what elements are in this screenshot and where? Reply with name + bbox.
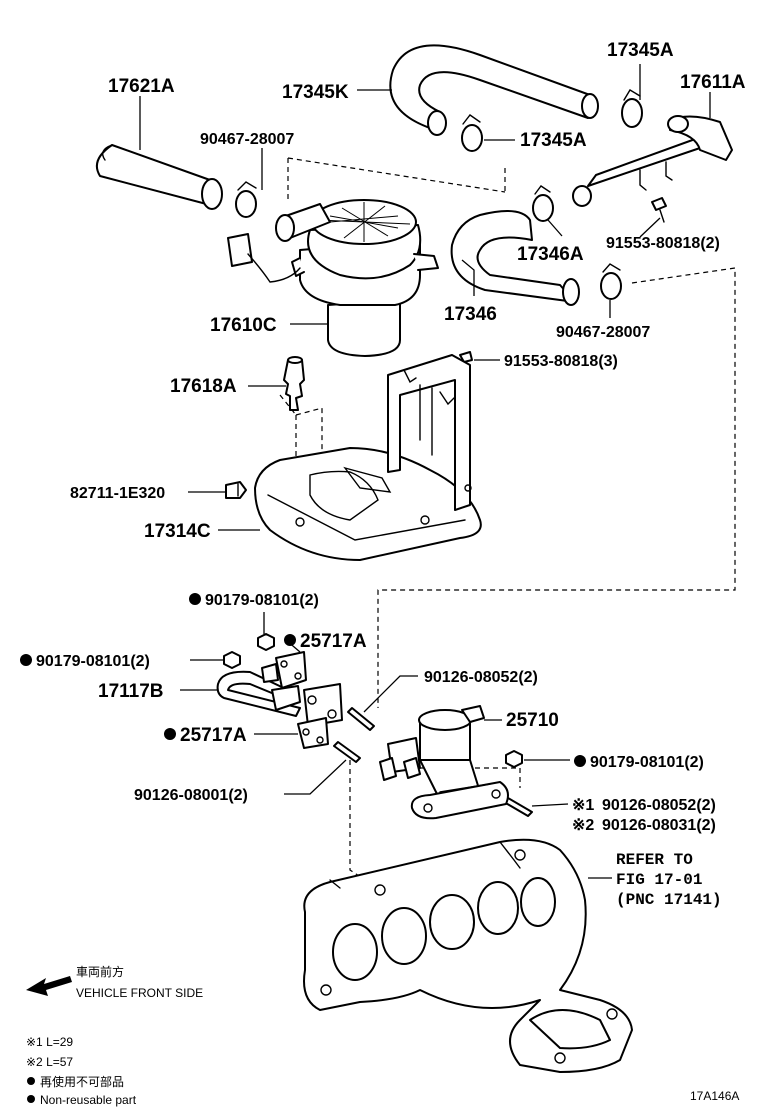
- legend-dot-icon: [27, 1095, 35, 1103]
- front-side-en: VEHICLE FRONT SIDE: [76, 986, 203, 1000]
- label-91553-80818-2: 91553-80818(2): [606, 235, 720, 252]
- label-91553-80818-3: 91553-80818(3): [504, 353, 618, 370]
- label-17117b: 17117B: [98, 681, 164, 702]
- nonreusable-dot-icon: [189, 593, 201, 605]
- nonreusable-dot-icon: [284, 634, 296, 646]
- clip-82711-1e320[interactable]: [225, 481, 247, 499]
- label-17345k: 17345K: [282, 82, 349, 103]
- legend-jp: 再使用不可部品: [40, 1074, 124, 1089]
- bracket-17314c[interactable]: [254, 354, 482, 561]
- hose-17346[interactable]: [450, 210, 580, 306]
- label-17610c: 17610C: [210, 315, 277, 336]
- bolt-91553-80818-2[interactable]: [651, 197, 667, 223]
- nut-90179-08101-a[interactable]: [257, 633, 275, 651]
- legend-dot-icon: [27, 1077, 35, 1085]
- label-17346a: 17346A: [517, 244, 584, 265]
- nonreusable-dot-icon: [164, 728, 176, 740]
- clamp-17345a-mid[interactable]: [461, 114, 483, 152]
- clamp-17346a[interactable]: [532, 185, 554, 222]
- mark-note-1: ※1: [572, 797, 594, 814]
- legend-en: Non-reusable part: [40, 1093, 137, 1107]
- label-90467-28007-b: 90467-28007: [556, 324, 650, 341]
- label-90467-28007-a: 90467-28007: [200, 131, 294, 148]
- label-17611a: 17611A: [680, 72, 746, 93]
- clamp-90467-28007-b[interactable]: [600, 263, 622, 300]
- label-82711-1e320: 82711-1E320: [70, 485, 165, 502]
- note-1: ※1 L=29: [26, 1035, 73, 1049]
- stud-90126-08001[interactable]: [333, 741, 361, 763]
- nut-90179-08101-b[interactable]: [223, 651, 241, 669]
- label-17618a: 17618A: [170, 376, 237, 397]
- front-arrow-icon: [26, 976, 72, 996]
- mark-note-2: ※2: [572, 817, 594, 834]
- front-side-jp: 車両前方: [76, 964, 124, 979]
- label-25717a-a: 25717A: [300, 631, 367, 652]
- label-90126-08052-b: 90126-08052(2): [602, 797, 716, 814]
- clamp-90467-28007-a[interactable]: [235, 181, 257, 218]
- clamp-17345a-top[interactable]: [621, 89, 643, 128]
- label-17314c: 17314C: [144, 521, 211, 542]
- label-25710: 25710: [506, 710, 559, 731]
- label-17346: 17346: [444, 304, 497, 325]
- refer-line-2: FIG 17-01: [616, 871, 702, 889]
- nut-90179-08101-c[interactable]: [505, 750, 523, 768]
- label-90179-08101-a: 90179-08101(2): [205, 592, 319, 609]
- nonreusable-dot-icon: [574, 755, 586, 767]
- gasket-25717a-b[interactable]: [297, 717, 329, 749]
- gasket-25717a-a[interactable]: [275, 651, 307, 689]
- stud-90126-08052-a[interactable]: [347, 707, 375, 731]
- label-17345a-mid: 17345A: [520, 130, 587, 151]
- label-90126-08001: 90126-08001(2): [134, 787, 248, 804]
- air-pump-17610c[interactable]: [227, 199, 439, 357]
- label-17621a: 17621A: [108, 76, 175, 97]
- label-90126-08052-a: 90126-08052(2): [424, 669, 538, 686]
- gasket-25717a-mid[interactable]: [303, 683, 343, 727]
- pipe-17117b[interactable]: [216, 663, 301, 717]
- nonreusable-dot-icon: [20, 654, 32, 666]
- valve-25710[interactable]: [379, 705, 509, 820]
- label-25717a-b: 25717A: [180, 725, 247, 746]
- leader-lines: [139, 64, 711, 879]
- label-90179-08101-b: 90179-08101(2): [36, 653, 150, 670]
- refer-line-1: REFER TO: [616, 851, 693, 869]
- note-2: ※2 L=57: [26, 1055, 73, 1069]
- pipe-17611a[interactable]: [572, 115, 733, 207]
- exhaust-manifold: [303, 838, 633, 1073]
- grommet-17618a[interactable]: [283, 356, 305, 411]
- hose-17621a[interactable]: [96, 144, 223, 210]
- label-90126-08031: 90126-08031(2): [602, 817, 716, 834]
- label-90179-08101-c: 90179-08101(2): [590, 754, 704, 771]
- figure-id: 17A146A: [690, 1089, 739, 1103]
- hose-17345k[interactable]: [389, 44, 599, 136]
- refer-line-3: (PNC 17141): [616, 891, 722, 909]
- label-17345a-top: 17345A: [607, 40, 674, 61]
